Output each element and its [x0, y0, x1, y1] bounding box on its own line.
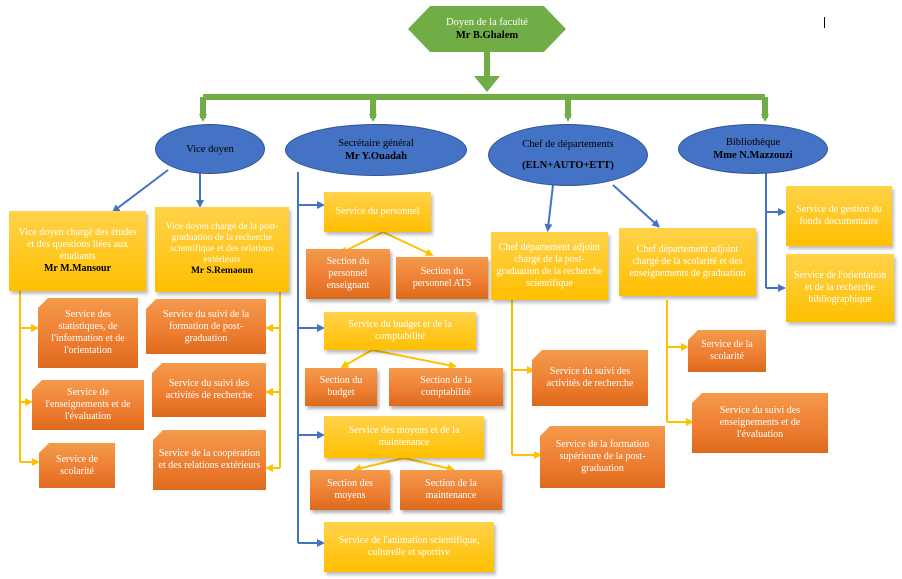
- section-budget-label: Section du budget: [319, 375, 363, 398]
- service-dept-higher-training: Service de la formation supérieure de la…: [540, 426, 665, 488]
- section-maintenance-label: Section de la maintenance: [425, 478, 477, 501]
- service-dept-schooling: Service de la scolarité: [688, 330, 766, 372]
- vd-studies-box: Vice doyen chargé des études et des ques…: [9, 211, 146, 291]
- library-node: Bibliothèque Mme N.Mazzouzi: [678, 124, 828, 174]
- dean-node: Doyen de la faculté Mr B.Ghalem: [408, 6, 566, 52]
- dean-title: Doyen de la faculté: [446, 17, 528, 28]
- vd-postgrad-title: Vice doyen chargé de la post-graduation …: [165, 222, 279, 265]
- secretary-name: Mr Y.Ouadah: [344, 151, 408, 162]
- service-document-fund: Service de gestion du fonds documentaire: [786, 186, 892, 246]
- section-budget: Section du budget: [305, 368, 377, 406]
- dept-schooling-title: Chef département adjoint chargé de la sc…: [629, 244, 746, 279]
- section-accounting-label: Section de la comptabilité: [420, 375, 472, 398]
- library-title: Bibliothèque: [725, 137, 781, 148]
- service-bibliographic-research-label: Service de l'orientation et de la recher…: [793, 270, 887, 305]
- service-cooperation: Service de la coopération et des relatio…: [153, 430, 266, 490]
- dean-name: Mr B.Ghalem: [455, 30, 519, 41]
- vd-studies-name: Mr M.Mansour: [43, 263, 112, 274]
- section-ats-staff-label: Section du personnel ATS: [412, 266, 472, 289]
- dept-schooling-box: Chef département adjoint chargé de la sc…: [619, 228, 756, 296]
- service-statistics-label: Service des statistiques, de l'informati…: [51, 309, 125, 356]
- service-postgrad-followup: Service du suivi de la formation de post…: [146, 299, 266, 354]
- vice-dean-node: Vice doyen: [155, 124, 265, 174]
- vd-studies-title: Vice doyen chargé des études et des ques…: [18, 227, 137, 262]
- secretary-node: Secrétaire général Mr Y.Ouadah: [285, 124, 467, 176]
- section-maintenance: Section de la maintenance: [400, 470, 502, 510]
- service-teaching-evaluation: Service de l'enseignements et de l'évalu…: [32, 380, 144, 430]
- service-budget-label: Service du budget et de la comptabilité: [348, 319, 452, 342]
- service-schooling: Service de scolarité: [39, 443, 115, 488]
- vice-dean-title: Vice doyen: [186, 143, 234, 155]
- dept-head-node: Chef de départements (ELN+AUTO+ETT): [488, 124, 648, 186]
- library-name: Mme N.Mazzouzi: [713, 150, 793, 161]
- dept-head-sub: (ELN+AUTO+ETT): [522, 160, 614, 171]
- service-dept-research-followup: Service du suivi des activités de recher…: [532, 350, 648, 406]
- service-budget: Service du budget et de la comptabilité: [324, 312, 476, 350]
- vd-postgrad-name: Mr S.Remaoun: [190, 266, 254, 276]
- service-bibliographic-research: Service de l'orientation et de la recher…: [786, 254, 894, 322]
- service-animation: Service de l'animation scientifique, cul…: [324, 522, 494, 572]
- service-dept-research-followup-label: Service du suivi des activités de recher…: [546, 366, 634, 389]
- secretary-title: Secrétaire général: [338, 138, 414, 149]
- section-teaching-staff-label: Section du personnel enseignant: [326, 256, 370, 291]
- section-means: Section des moyens: [310, 470, 390, 510]
- section-teaching-staff: Section du personnel enseignant: [306, 249, 390, 299]
- dept-postgrad-title: Chef département adjoint chargé de la po…: [496, 242, 603, 289]
- service-dept-higher-training-label: Service de la formation supérieure de la…: [555, 439, 650, 474]
- service-research-followup: Service du suivi des activités de recher…: [152, 363, 266, 417]
- service-postgrad-followup-label: Service du suivi de la formation de post…: [162, 308, 250, 344]
- service-cooperation-label: Service de la coopération et des relatio…: [158, 448, 261, 471]
- service-research-followup-label: Service du suivi des activités de recher…: [165, 378, 253, 401]
- cursor-mark: [824, 17, 825, 28]
- service-personnel: Service du personnel: [324, 192, 431, 232]
- service-dept-teaching-followup: Service du suivi des enseignements et de…: [692, 393, 828, 453]
- service-animation-label: Service de l'animation scientifique, cul…: [338, 535, 480, 558]
- service-means: Service des moyens et de la maintenance: [324, 416, 484, 458]
- service-dept-schooling-label: Service de la scolarité: [701, 339, 753, 362]
- service-schooling-label: Service de scolarité: [56, 453, 98, 477]
- service-teaching-evaluation-label: Service de l'enseignements et de l'évalu…: [45, 387, 131, 422]
- service-statistics: Service des statistiques, de l'informati…: [38, 298, 138, 368]
- section-means-label: Section des moyens: [327, 478, 373, 501]
- service-personnel-label: Service du personnel: [335, 206, 420, 217]
- vd-postgrad-box: Vice doyen chargé de la post-graduation …: [155, 207, 289, 292]
- section-ats-staff: Section du personnel ATS: [396, 257, 488, 299]
- dept-postgrad-box: Chef département adjoint chargé de la po…: [491, 232, 608, 300]
- service-dept-teaching-followup-label: Service du suivi des enseignements et de…: [719, 405, 801, 440]
- dept-head-title: Chef de départements: [522, 139, 614, 150]
- service-document-fund-label: Service de gestion du fonds documentaire: [796, 204, 882, 227]
- section-accounting: Section de la comptabilité: [389, 368, 503, 406]
- service-means-label: Service des moyens et de la maintenance: [348, 425, 460, 448]
